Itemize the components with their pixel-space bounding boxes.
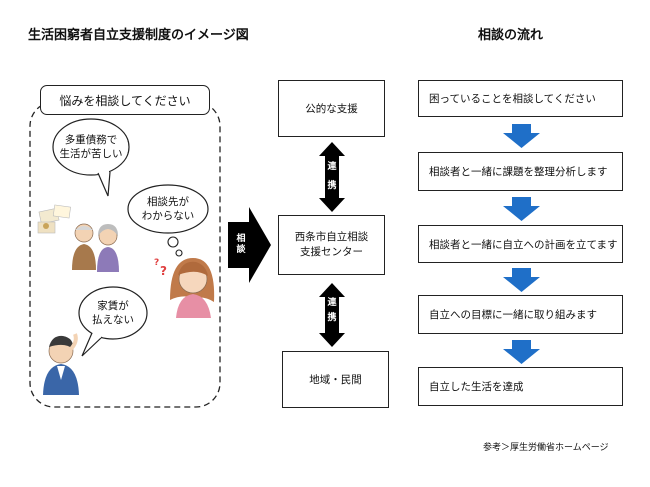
flow-step-2-text: 相談者と一緒に課題を整理分析します [429,166,608,178]
flow-step-4: 自立への目標に一緒に取り組みます [418,295,623,334]
upper-link-arrow [319,142,345,212]
support-center-box: 西条市自立相談 支援センター [278,215,385,275]
community-box: 地域・民間 [282,351,389,408]
consult-arrow-label: 相 談 [234,234,248,256]
svg-text:?: ? [160,264,167,278]
upper-link-label: 連 携 [325,162,339,192]
worries-title-tab: 悩みを相談してください [40,85,210,115]
flow-step-3: 相談者と一緒に自立への計画を立てます [418,225,623,263]
rent-line-2: 払えない [92,314,134,326]
rent-speech-bubble [78,286,148,357]
rent-line-1: 家賃が [97,300,129,312]
flow-step-5: 自立した生活を達成 [418,367,623,406]
where-thought-bubble [127,184,209,257]
flow-arrow-2 [503,197,540,221]
lower-link-label: 連 携 [325,298,339,324]
support-center-line-1: 西条市自立相談 [294,231,369,243]
upper-link-char-2: 携 [327,181,337,191]
debt-bubble-text: 多重債務で 生活が苦しい [56,133,126,161]
debt-line-1: 多重債務で [64,134,118,146]
consult-char-1: 相 [236,234,246,244]
lower-link-char-2: 携 [327,313,337,323]
flow-step-1-text: 困っていることを相談してください [429,93,596,105]
debt-line-2: 生活が苦しい [59,148,123,160]
svg-text:?: ? [154,258,159,268]
public-support-label: 公的な支援 [305,103,358,115]
system-heading: 生活困窮者自立支援制度のイメージ図 [28,28,249,43]
flow-heading: 相談の流れ [478,28,544,43]
flow-arrow-1 [503,124,540,148]
lower-link-char-1: 連 [327,298,337,308]
rent-bubble-text: 家賃が 払えない [83,299,143,327]
flow-step-3-text: 相談者と一緒に自立への計画を立てます [429,238,618,251]
debt-speech-bubble [52,118,130,197]
upper-link-char-1: 連 [327,162,337,172]
where-line-2: わからない [141,210,195,222]
worried-man-illustration [43,333,79,395]
consult-char-2: 談 [236,245,246,255]
flow-arrow-4 [503,340,540,364]
where-bubble-text: 相談先が わからない [133,195,203,223]
support-center-line-2: 支援センター [300,246,363,258]
flow-step-1: 困っていることを相談してください [418,80,623,117]
worried-woman-illustration: ? ? [154,258,215,318]
elderly-couple-illustration [37,204,119,272]
flow-step-4-text: 自立への目標に一緒に取り組みます [429,309,597,321]
worries-title: 悩みを相談してください [59,93,191,108]
community-label: 地域・民間 [309,374,362,386]
flow-step-5-text: 自立した生活を達成 [429,381,524,393]
consult-big-arrow [228,207,271,283]
flow-step-2: 相談者と一緒に課題を整理分析します [418,152,623,191]
public-support-box: 公的な支援 [278,80,385,137]
flow-arrow-3 [503,268,540,292]
where-line-1: 相談先が [147,196,189,208]
reference-note: 参考＞厚生労働省ホームページ [483,443,609,453]
lower-link-arrow [319,283,345,347]
